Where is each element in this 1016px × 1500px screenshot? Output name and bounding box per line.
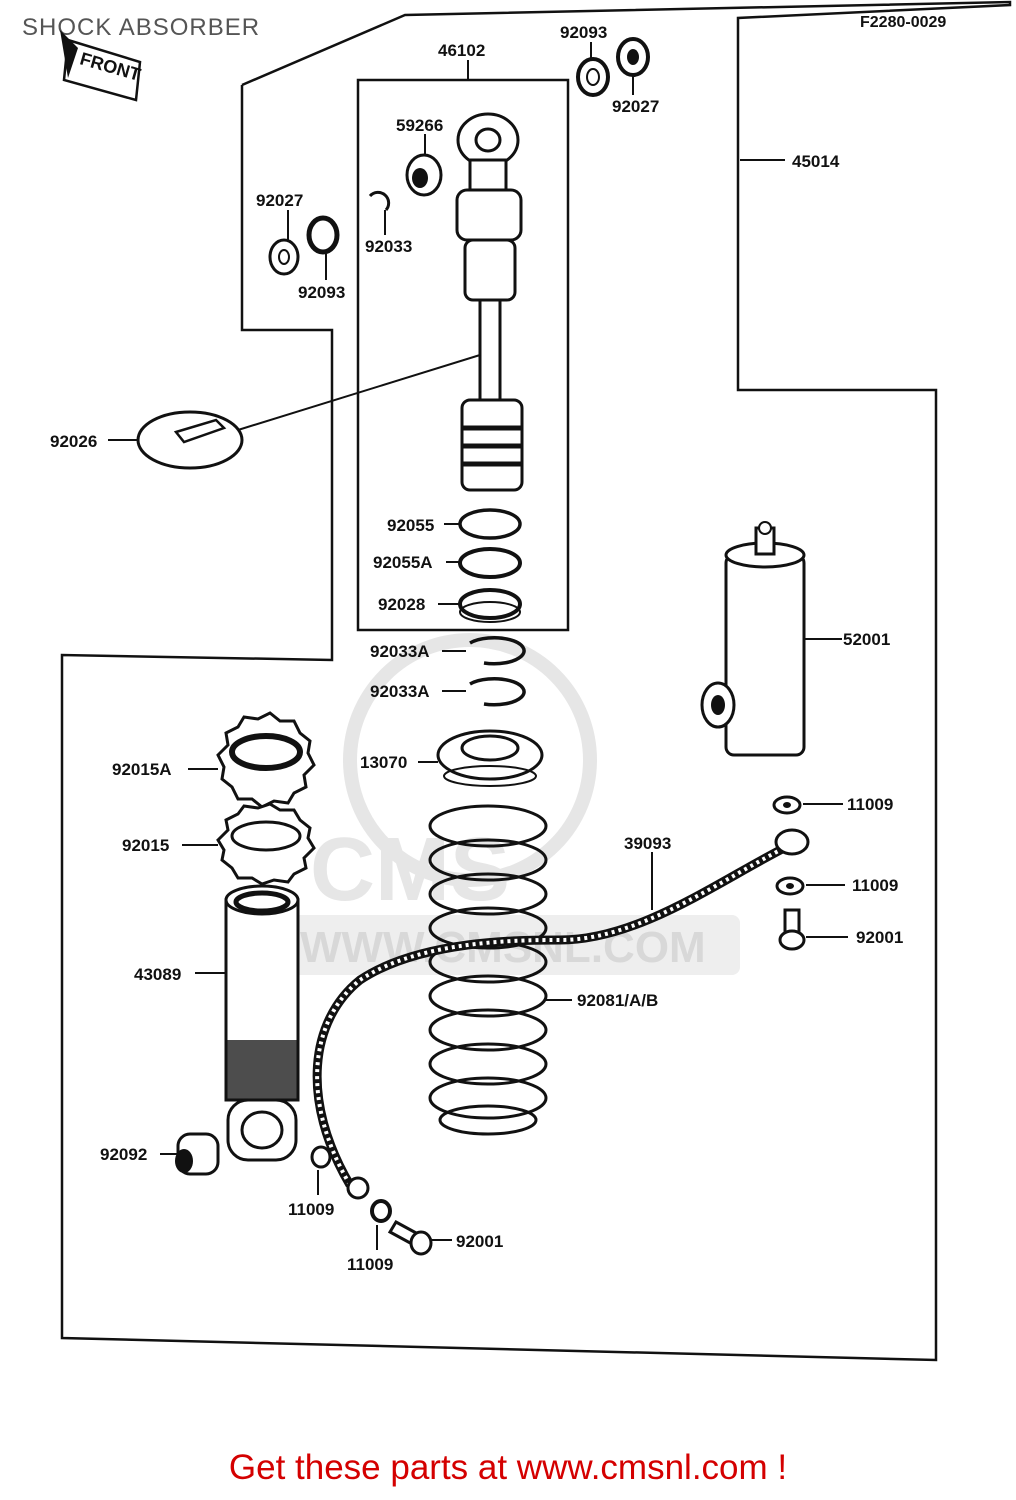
callout-11009-right1: 11009 (847, 795, 893, 814)
callout-13070: 13070 (360, 753, 407, 772)
plate-92026-icon (136, 410, 244, 470)
circlip-92033-icon (368, 190, 391, 211)
shock-body-43089-icon (224, 884, 300, 1162)
callout-92015A: 92015A (112, 760, 172, 779)
callout-59266: 59266 (396, 116, 443, 135)
washer-11009-bottom1-icon (310, 1145, 332, 1169)
lock-nut-92015-icon (216, 802, 316, 886)
callout-92033A-1: 92033A (370, 642, 430, 661)
washer-11009-bottom2-icon (370, 1199, 392, 1223)
callout-92055: 92055 (387, 516, 434, 535)
callout-92001-right: 92001 (856, 928, 903, 947)
callout-11009-bottom2: 11009 (347, 1255, 393, 1274)
bushing-59266-icon (405, 153, 443, 197)
callout-92033: 92033 (365, 237, 412, 256)
callout-52001: 52001 (843, 630, 890, 649)
o-ring-stack-icon (458, 508, 526, 707)
callout-labels: 46102 92093 92027 59266 45014 92027 9203… (50, 23, 903, 1274)
callout-45014: 45014 (792, 152, 840, 171)
callout-43089: 43089 (134, 965, 181, 984)
callout-92092: 92092 (100, 1145, 147, 1164)
callout-92027-top: 92027 (612, 97, 659, 116)
promo-banner[interactable]: Get these parts at www.cmsnl.com ! (228, 1448, 788, 1487)
bolt-92001-right-icon (778, 908, 806, 951)
callout-92028: 92028 (378, 595, 425, 614)
damper-rod-icon (455, 112, 524, 492)
bolt-92001-bottom-icon (387, 1219, 433, 1256)
reservoir-52001-icon (700, 521, 806, 757)
figure-reference-code: F2280-0029 (860, 14, 947, 31)
callout-92026: 92026 (50, 432, 97, 451)
bushing-92092-icon (175, 1132, 220, 1176)
front-direction-tag: FRONT (60, 30, 143, 102)
damper-kit-outline (356, 78, 570, 632)
callout-11009-bottom1: 11009 (288, 1200, 334, 1219)
collar-92027-left-icon (268, 238, 300, 276)
adjuster-nut-92015A-icon (216, 711, 316, 809)
banjo-fitting-icon (346, 828, 810, 1200)
callout-92093-left: 92093 (298, 283, 345, 302)
callout-46102: 46102 (438, 41, 485, 60)
callout-92027-left: 92027 (256, 191, 303, 210)
washer-11009-right2-icon (775, 876, 805, 896)
callout-92081: 92081/A/B (577, 991, 658, 1010)
callout-92055A: 92055A (373, 553, 433, 572)
collar-92027-top-icon (616, 37, 650, 77)
callout-39093: 39093 (624, 834, 671, 853)
callout-92001-bottom: 92001 (456, 1232, 503, 1251)
coil-spring-icon (428, 804, 548, 1136)
leader-lines (108, 42, 848, 1250)
callout-11009-right2: 11009 (852, 876, 898, 895)
assembly-outline (60, 0, 1012, 1362)
spring-seat-13070-icon (436, 729, 544, 787)
callout-92033A-2: 92033A (370, 682, 430, 701)
washer-11009-right1-icon (772, 795, 802, 815)
seal-92093-left-icon (306, 215, 340, 255)
watermark-logo: CMS (310, 820, 510, 920)
callout-92093-top: 92093 (560, 23, 607, 42)
seal-92093-top-icon (576, 57, 610, 97)
callout-92015: 92015 (122, 836, 169, 855)
